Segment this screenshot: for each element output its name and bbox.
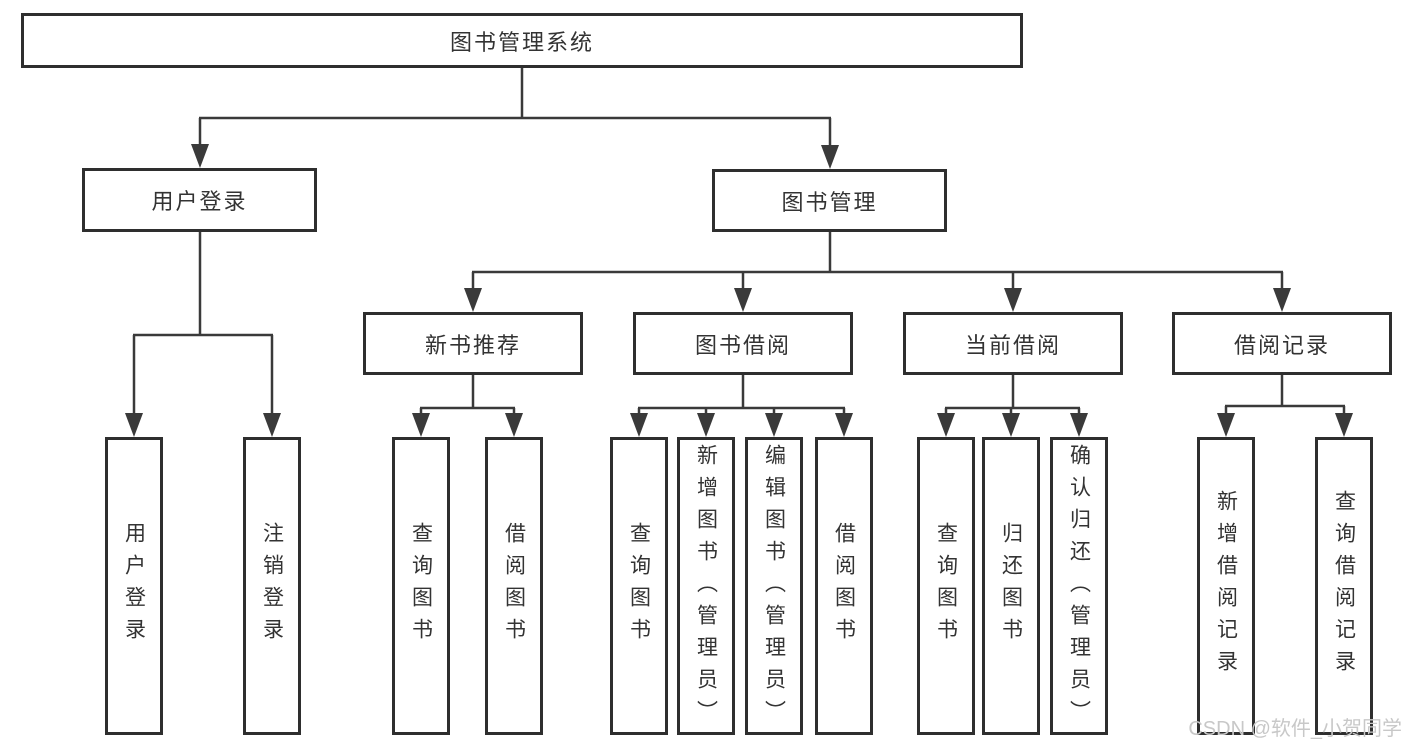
leaf-query-book: 查询图书 (392, 437, 450, 735)
leaf-user-login: 用户登录 (105, 437, 163, 735)
arrowhead-icon (505, 413, 523, 437)
arrowhead-icon (734, 288, 752, 312)
leaf-query-book: 查询图书 (610, 437, 668, 735)
csdn-watermark: CSDN @软件_小贺同学 (1188, 718, 1402, 740)
arrowhead-icon (412, 413, 430, 437)
arrowhead-icon (821, 145, 839, 169)
arrowhead-icon (1002, 413, 1020, 437)
node-current-borrowing: 当前借阅 (903, 312, 1123, 375)
arrowhead-icon (697, 413, 715, 437)
leaf-add-book-admin: 新增图书（管理员） (677, 437, 735, 735)
leaf-return-book: 归还图书 (982, 437, 1040, 735)
arrowhead-icon (1004, 288, 1022, 312)
connector-book-borrow-to-leaves (630, 375, 853, 437)
connector-root-to-level2 (191, 68, 839, 169)
arrowhead-icon (1273, 288, 1291, 312)
leaf-edit-book-admin: 编辑图书（管理员） (745, 437, 803, 735)
leaf-confirm-return-admin: 确认归还（管理员） (1050, 437, 1108, 735)
connector-current-borrow-to-leaves (937, 375, 1088, 437)
node-borrowing-records: 借阅记录 (1172, 312, 1392, 375)
arrowhead-icon (937, 413, 955, 437)
arrowhead-icon (765, 413, 783, 437)
connector-user-login-to-leaves (125, 232, 281, 437)
node-user-login: 用户登录 (82, 168, 317, 232)
arrowhead-icon (1070, 413, 1088, 437)
leaf-borrow-book: 借阅图书 (485, 437, 543, 735)
arrowhead-icon (1335, 413, 1353, 437)
arrowhead-icon (464, 288, 482, 312)
leaf-borrow-book: 借阅图书 (815, 437, 873, 735)
leaf-add-borrow-record: 新增借阅记录 (1197, 437, 1255, 735)
leaf-logout: 注销登录 (243, 437, 301, 735)
arrowhead-icon (125, 413, 143, 437)
connector-book-mgmt-to-level3 (464, 232, 1291, 312)
node-book-management: 图书管理 (712, 169, 947, 232)
node-book-borrowing: 图书借阅 (633, 312, 853, 375)
node-root-system: 图书管理系统 (21, 13, 1023, 68)
arrowhead-icon (630, 413, 648, 437)
arrowhead-icon (191, 144, 209, 168)
arrowhead-icon (263, 413, 281, 437)
leaf-query-borrow-record: 查询借阅记录 (1315, 437, 1373, 735)
arrowhead-icon (835, 413, 853, 437)
node-new-book-recommend: 新书推荐 (363, 312, 583, 375)
connector-borrow-records-to-leaves (1217, 375, 1353, 437)
arrowhead-icon (1217, 413, 1235, 437)
leaf-query-book: 查询图书 (917, 437, 975, 735)
connector-new-book-rec-to-leaves (412, 375, 523, 437)
